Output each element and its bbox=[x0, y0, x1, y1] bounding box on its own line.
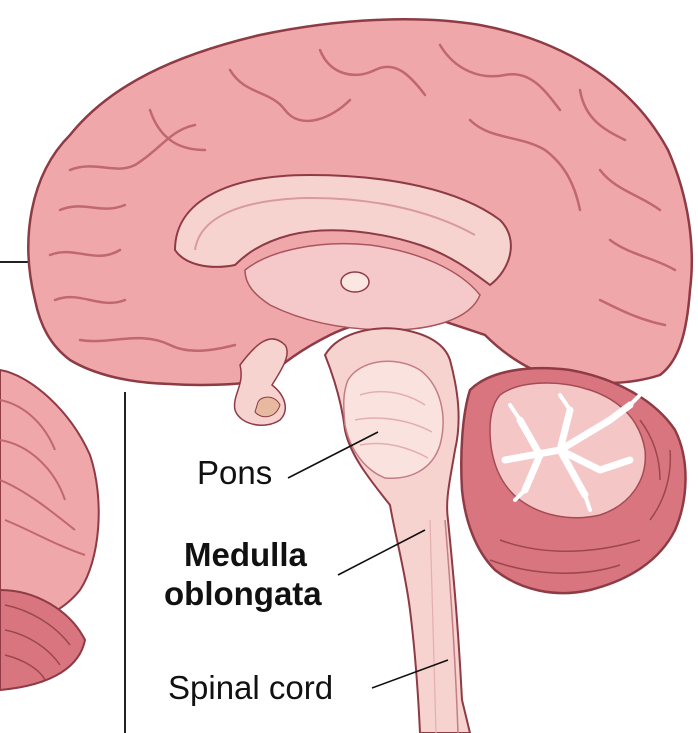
intermediate-mass bbox=[341, 272, 369, 292]
label-spinal-cord: Spinal cord bbox=[168, 670, 333, 706]
brainstem bbox=[325, 328, 470, 733]
cerebellum bbox=[461, 368, 685, 593]
label-pons: Pons bbox=[197, 455, 272, 491]
side-brain-view bbox=[0, 370, 99, 690]
label-medulla-line1: Medulla bbox=[184, 537, 307, 573]
label-medulla-line2: oblongata bbox=[164, 576, 322, 612]
